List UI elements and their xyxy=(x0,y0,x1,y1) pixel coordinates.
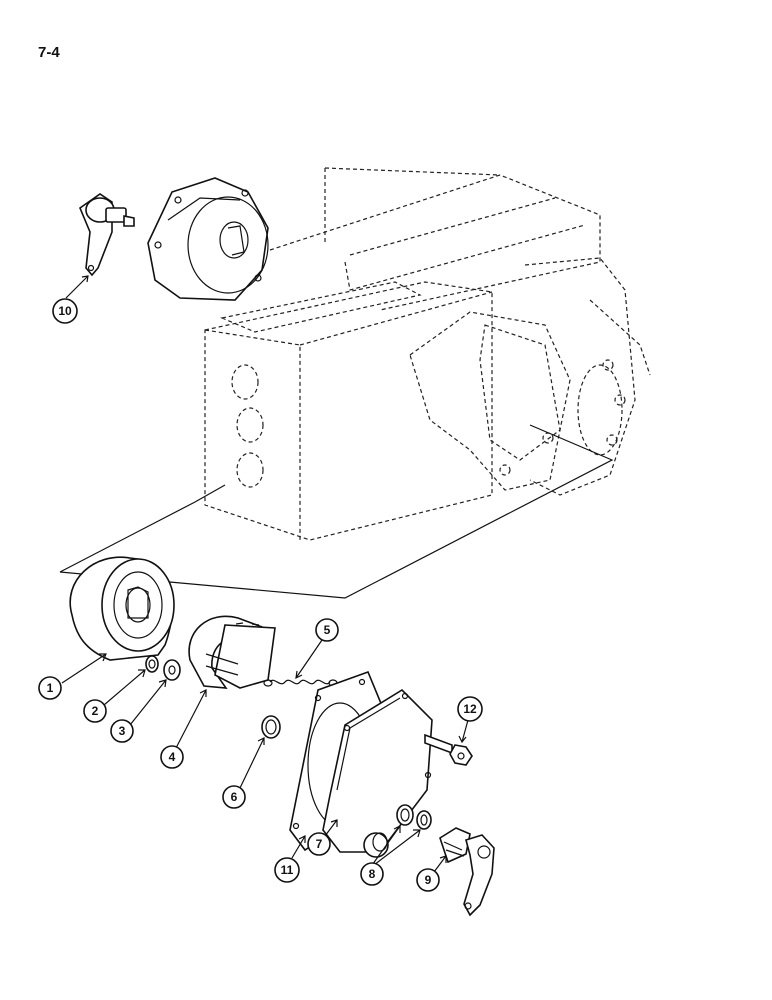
callout-6: 6 xyxy=(222,785,246,809)
retaining-ring xyxy=(261,715,281,739)
upper-brake-housing xyxy=(147,177,269,301)
svg-text:5: 5 xyxy=(324,623,331,637)
svg-text:6: 6 xyxy=(231,790,238,804)
svg-text:7: 7 xyxy=(316,837,323,851)
brake-drum xyxy=(69,556,175,661)
svg-text:11: 11 xyxy=(281,863,294,877)
callout-8: 8 xyxy=(360,862,384,886)
o-rings xyxy=(396,804,432,830)
leader-lines xyxy=(61,275,469,873)
lower-brake-lever xyxy=(439,827,495,917)
callout-5: 5 xyxy=(315,618,339,642)
brake-shoe xyxy=(188,615,276,689)
svg-text:4: 4 xyxy=(169,750,176,764)
svg-text:8: 8 xyxy=(369,867,376,881)
svg-text:12: 12 xyxy=(463,702,477,716)
callout-1: 1 xyxy=(38,676,62,700)
callout-9: 9 xyxy=(416,868,440,892)
callout-2: 2 xyxy=(83,699,107,723)
callout-7: 7 xyxy=(307,832,331,856)
transmission-housing-phantom xyxy=(204,167,651,541)
svg-text:3: 3 xyxy=(119,724,126,738)
svg-text:2: 2 xyxy=(92,704,99,718)
callout-4: 4 xyxy=(160,745,184,769)
return-spring xyxy=(263,679,338,687)
svg-text:9: 9 xyxy=(425,873,432,887)
callout-11: 11 xyxy=(274,857,300,883)
callout-12: 12 xyxy=(457,696,483,722)
svg-text:1: 1 xyxy=(47,681,54,695)
page-number: 7-4 xyxy=(38,44,60,61)
callout-3: 3 xyxy=(110,719,134,743)
snap-ring xyxy=(145,655,159,673)
guide-plane-outline xyxy=(59,424,614,599)
callout-10: 10 xyxy=(52,298,78,324)
svg-text:10: 10 xyxy=(58,304,72,318)
washer xyxy=(163,659,181,681)
upper-brake-lever xyxy=(79,193,135,277)
bolt xyxy=(424,733,473,766)
